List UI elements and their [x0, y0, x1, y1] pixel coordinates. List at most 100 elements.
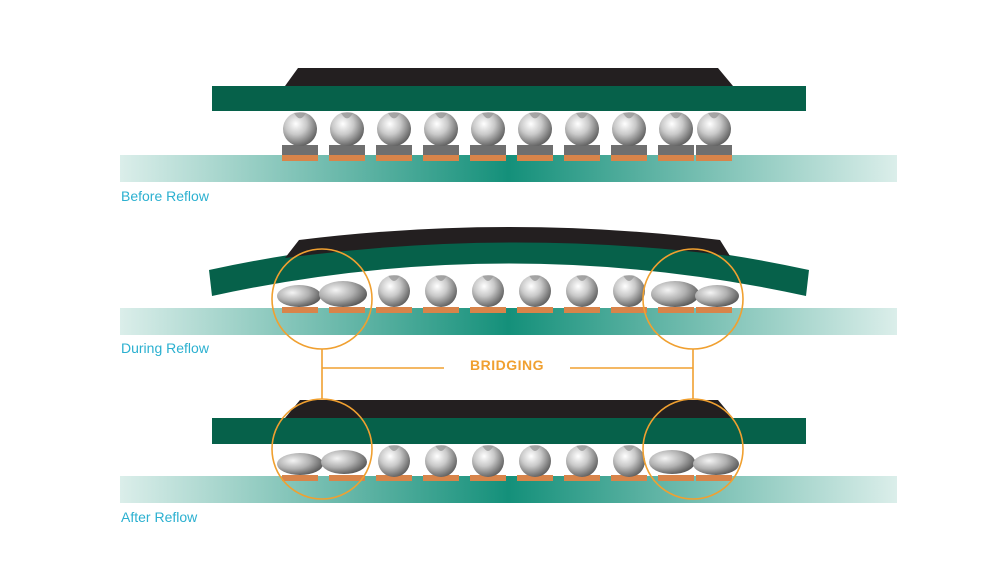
- bridged-solder-right: [651, 281, 739, 307]
- copper-pads: [282, 475, 732, 481]
- solder-ball: [378, 445, 410, 477]
- copper-pad: [282, 155, 318, 161]
- copper-pad: [696, 475, 732, 481]
- ball-dent: [529, 112, 541, 119]
- solder-ball: [330, 112, 364, 146]
- substrate-board: [120, 155, 897, 182]
- solder-mask-pad: [329, 145, 365, 155]
- copper-pad: [376, 307, 412, 313]
- copper-pad: [423, 307, 459, 313]
- solder-mask-pad: [517, 145, 553, 155]
- bridging-label: BRIDGING: [470, 357, 544, 373]
- ball-dent: [576, 112, 588, 119]
- stage-before-reflow: [120, 68, 897, 182]
- ball-dent: [388, 275, 400, 281]
- ball-dent: [482, 112, 494, 119]
- ball-dent: [294, 112, 306, 119]
- copper-pads: [282, 307, 732, 313]
- copper-pad: [376, 475, 412, 481]
- solder-ball: [519, 275, 551, 307]
- solder-ball: [283, 112, 317, 146]
- copper-pad: [696, 307, 732, 313]
- ball-dent: [529, 445, 541, 451]
- chip-die: [285, 68, 733, 86]
- package-substrate: [212, 418, 806, 444]
- copper-pad: [658, 155, 694, 161]
- copper-pad: [517, 475, 553, 481]
- solder-ball: [472, 275, 504, 307]
- solder-mask-pad: [696, 145, 732, 155]
- ball-dent: [482, 275, 494, 281]
- bridging-callout: [271, 248, 744, 500]
- bridged-solder-left: [277, 450, 367, 475]
- solder-mask-pad: [470, 145, 506, 155]
- solder-ball: [519, 445, 551, 477]
- copper-pad: [611, 155, 647, 161]
- ball-dent: [623, 445, 635, 451]
- chip-die: [285, 400, 733, 418]
- ball-dent: [435, 112, 447, 119]
- solder-mask-pad: [423, 145, 459, 155]
- ball-dent: [708, 112, 720, 119]
- copper-pad: [611, 475, 647, 481]
- solder-mask-pad: [282, 145, 318, 155]
- solder-mask-pad: [376, 145, 412, 155]
- copper-pad: [564, 155, 600, 161]
- copper-pad: [329, 475, 365, 481]
- copper-pad: [517, 307, 553, 313]
- solder-ball: [472, 445, 504, 477]
- copper-pads: [282, 155, 732, 161]
- ball-dent: [388, 112, 400, 119]
- solder-ball: [518, 112, 552, 146]
- copper-pad: [470, 155, 506, 161]
- copper-pad: [470, 307, 506, 313]
- copper-pad: [564, 307, 600, 313]
- ball-dent: [623, 275, 635, 281]
- copper-pad: [658, 307, 694, 313]
- solder-ball: [424, 112, 458, 146]
- copper-pad: [329, 155, 365, 161]
- solder-mask-pad: [658, 145, 694, 155]
- solder-ball: [697, 112, 731, 146]
- stage-after-reflow: [120, 400, 897, 503]
- warped-chip-die: [285, 227, 730, 258]
- ball-dent: [482, 445, 494, 451]
- solder-ball: [425, 445, 457, 477]
- stage-during-reflow: [120, 227, 897, 335]
- ball-dent: [341, 112, 353, 119]
- ball-dent: [388, 445, 400, 451]
- copper-pad: [517, 155, 553, 161]
- copper-pad: [282, 307, 318, 313]
- copper-pad: [423, 475, 459, 481]
- stage-label-after-reflow: After Reflow: [121, 509, 198, 525]
- copper-pad: [564, 475, 600, 481]
- solder-balls: [283, 112, 731, 146]
- stage-label-before-reflow: Before Reflow: [121, 188, 209, 204]
- solder-ball: [613, 275, 645, 307]
- solder-ball: [612, 112, 646, 146]
- solder-ball: [566, 445, 598, 477]
- ball-dent: [623, 112, 635, 119]
- bridged-solder-right: [649, 450, 739, 475]
- copper-pad: [423, 155, 459, 161]
- package-substrate: [212, 86, 806, 111]
- copper-pad: [696, 155, 732, 161]
- solder-ball: [378, 275, 410, 307]
- ball-dent: [670, 112, 682, 119]
- solder-ball: [471, 112, 505, 146]
- solder-mask-pad: [611, 145, 647, 155]
- solder-ball: [566, 275, 598, 307]
- warped-package-substrate: [209, 237, 809, 296]
- copper-pad: [470, 475, 506, 481]
- solder-ball: [377, 112, 411, 146]
- solder-ball: [613, 445, 645, 477]
- ball-dent: [576, 445, 588, 451]
- solder-balls: [378, 445, 645, 477]
- solder-mask-pads: [282, 145, 732, 155]
- solder-mask-pad: [564, 145, 600, 155]
- copper-pad: [282, 475, 318, 481]
- copper-pad: [658, 475, 694, 481]
- stage-label-during-reflow: During Reflow: [121, 340, 209, 356]
- ball-dent: [435, 275, 447, 281]
